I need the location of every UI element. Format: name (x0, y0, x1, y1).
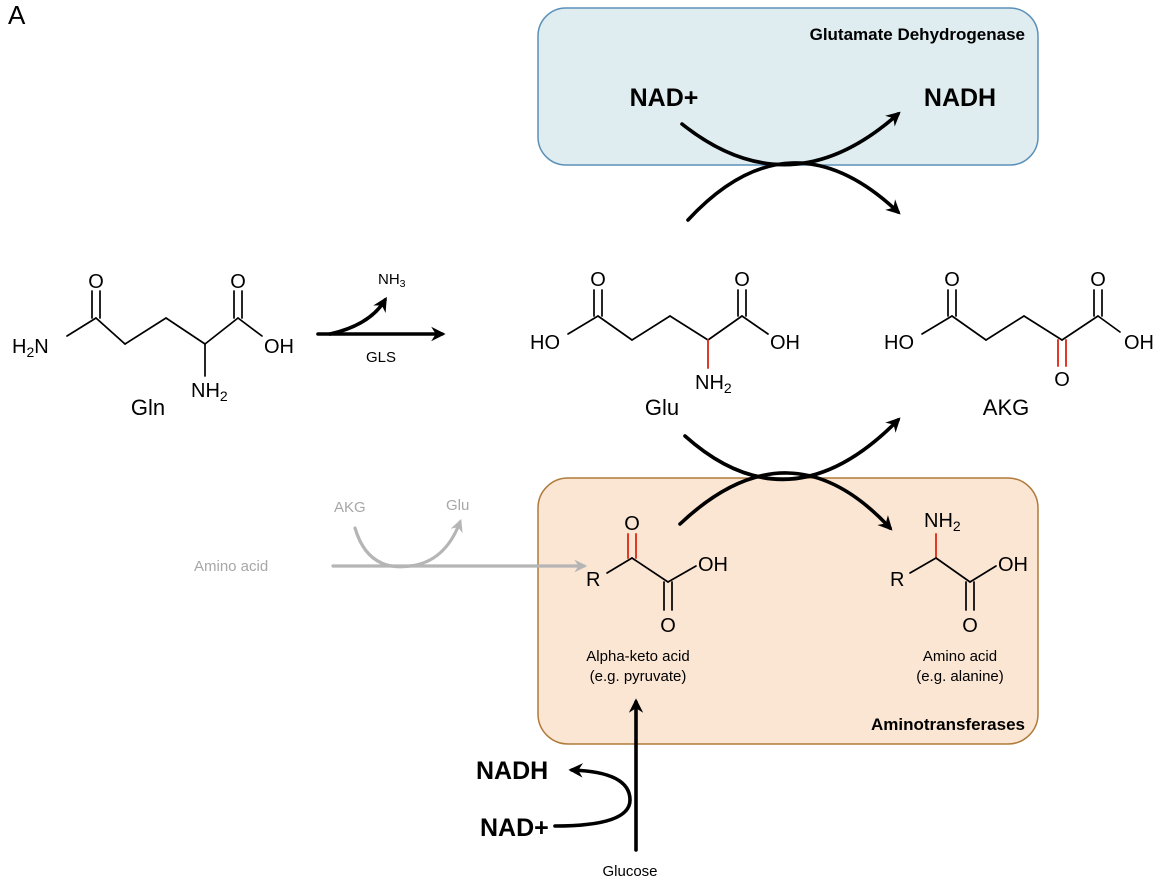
keto-acid-oxygen-bottom: O (660, 615, 676, 637)
glu-amino-nh2: NH2 (695, 372, 732, 396)
glu-to-akg-arrow-gdh (686, 161, 901, 222)
glu-molecule: O O HO OH NH2 Glu (530, 269, 800, 420)
gls-label: GLS (366, 349, 396, 366)
amino-acid-molecule: NH2 R OH O Amino acid (e.g. alanine) (890, 510, 1028, 685)
amino-acid-example: (e.g. alanine) (916, 668, 1004, 685)
alpha-keto-acid-molecule: O R OH O Alpha-keto acid (e.g. pyruvate) (586, 513, 728, 685)
keto-to-amino-arrow (678, 471, 893, 531)
glu-to-akg-arrow-transamination (683, 417, 901, 482)
glu-oxygen-2: O (734, 269, 750, 291)
keto-acid-r-group: R (586, 569, 600, 591)
side-akg-label: AKG (334, 499, 366, 516)
gln-hydroxyl: OH (264, 336, 294, 358)
gdh-nadh: NADH (924, 84, 996, 112)
amino-acid-oxygen-bottom: O (962, 615, 978, 637)
glu-name: Glu (645, 395, 679, 420)
keto-acid-name: Alpha-keto acid (586, 648, 689, 665)
gdh-nad-plus: NAD+ (630, 84, 699, 112)
aminotransferases-title: Aminotransferases (871, 715, 1025, 734)
amino-acid-nh2: NH2 (924, 510, 961, 534)
panel-label: A (8, 0, 26, 30)
akg-oxygen-1: O (944, 269, 960, 291)
glu-hydroxyl-right: OH (770, 332, 800, 354)
glucose-label: Glucose (602, 863, 657, 880)
amino-acid-side-pathway: Amino acid AKG Glu (194, 497, 588, 575)
akg-keto-oxygen: O (1054, 369, 1070, 391)
amino-acid-hydroxyl: OH (998, 554, 1028, 576)
gln-molecule: O O H2N OH NH2 Gln (12, 271, 294, 420)
glycolysis-nad-plus: NAD+ (480, 814, 549, 842)
ammonia-label: NH3 (378, 271, 406, 290)
akg-oxygen-2: O (1090, 269, 1106, 291)
akg-hydroxyl-left: HO (884, 332, 914, 354)
gln-oxygen-2: O (230, 271, 246, 293)
keto-acid-hydroxyl: OH (698, 554, 728, 576)
aminotransferases-box: Aminotransferases (537, 477, 1039, 745)
gdh-title: Glutamate Dehydrogenase (810, 25, 1025, 44)
gln-oxygen-1: O (88, 271, 104, 293)
gln-amide-nh2: H2N (12, 336, 49, 360)
glu-hydroxyl-left: HO (530, 332, 560, 354)
side-glu-label: Glu (446, 497, 469, 514)
akg-hydroxyl-right: OH (1124, 332, 1154, 354)
keto-acid-example: (e.g. pyruvate) (590, 668, 687, 685)
glycolysis-pathway: NADH NAD+ Glucose (476, 698, 658, 880)
side-amino-acid-label: Amino acid (194, 558, 268, 575)
glu-oxygen-1: O (590, 269, 606, 291)
glycolysis-nadh: NADH (476, 757, 548, 785)
keto-acid-oxygen-top: O (624, 513, 640, 535)
glutamate-dehydrogenase-box: Glutamate Dehydrogenase (537, 7, 1039, 166)
gln-name: Gln (131, 395, 165, 420)
gls-reaction: GLS NH3 (316, 271, 446, 366)
amino-acid-r-group: R (890, 569, 904, 591)
amino-acid-name: Amino acid (923, 648, 997, 665)
akg-molecule: O O HO OH O AKG (884, 269, 1154, 420)
akg-name: AKG (983, 395, 1029, 420)
gln-amino-nh2: NH2 (191, 380, 228, 404)
